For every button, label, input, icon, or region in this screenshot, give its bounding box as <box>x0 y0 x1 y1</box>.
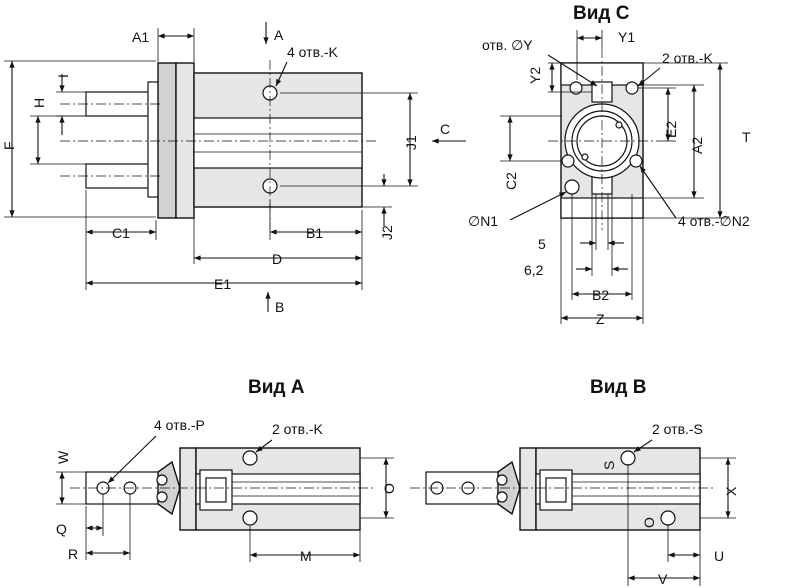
hole-n2-right <box>629 154 643 168</box>
callout-holes-k-view-c: 2 отв.-K <box>662 50 714 66</box>
callout-holes-n2: 4 отв.-∅N2 <box>678 213 750 229</box>
dim-z: Z <box>596 311 605 327</box>
dim-5: 5 <box>538 236 546 252</box>
dim-m: M <box>300 548 312 564</box>
dim-s: S <box>601 461 617 470</box>
callout-n1: ∅N1 <box>468 213 498 229</box>
hole-k-a-bottom <box>242 510 258 526</box>
dim-q: Q <box>56 521 67 537</box>
front-flange <box>157 62 177 219</box>
dim-h: H <box>31 98 47 108</box>
dim-a1: A1 <box>132 29 149 45</box>
dim-c2: C2 <box>503 172 519 190</box>
view-b: Вид B 2 отв.-S S X O U <box>410 377 739 587</box>
dim-a2: A2 <box>689 137 705 154</box>
view-c-title: Вид C <box>573 3 630 24</box>
hole-n1 <box>564 179 580 195</box>
dim-6-2: 6,2 <box>524 262 544 278</box>
hole-k-a-top <box>242 450 258 466</box>
dim-r: R <box>68 546 78 562</box>
dim-x: X <box>723 486 739 496</box>
dim-d: D <box>272 251 282 267</box>
hole-s <box>620 450 636 466</box>
callout-hole-y: отв. ∅Y <box>482 37 533 53</box>
dim-u: U <box>714 548 724 564</box>
view-b-title: Вид B <box>590 377 646 398</box>
dim-t: T <box>742 129 751 145</box>
dim-e2: E2 <box>663 121 679 138</box>
view-a: Вид A 4 отв.-P 2 отв.-K W O <box>55 377 397 564</box>
dim-b2: B2 <box>592 287 609 303</box>
callout-holes-k-view-a: 2 отв.-K <box>272 421 324 437</box>
hole-n2-left <box>561 154 575 168</box>
screw-b-bottom <box>496 491 508 503</box>
dim-y1: Y1 <box>618 29 635 45</box>
dim-v: V <box>658 571 668 587</box>
direction-b-label: B <box>275 299 284 315</box>
dim-o-a: O <box>381 483 397 494</box>
direction-c-label: C <box>440 121 450 137</box>
view-a-title: Вид A <box>248 377 305 398</box>
front-view: A1 A 4 отв.-K F I H C1 J1 <box>1 22 466 315</box>
screw-a-top <box>156 474 168 486</box>
screw-a-bottom <box>156 491 168 503</box>
direction-a-label: A <box>274 27 284 43</box>
hole-k-left <box>569 81 583 95</box>
dim-o-b: O <box>641 517 657 528</box>
dim-w: W <box>55 450 71 464</box>
flange-b <box>519 447 537 531</box>
dim-j2: J2 <box>379 225 395 240</box>
screw-b-top <box>496 474 508 486</box>
callout-holes-s: 2 отв.-S <box>652 421 703 437</box>
piston-a <box>199 469 233 511</box>
dim-y2: Y2 <box>527 67 543 84</box>
flange-a <box>179 447 197 531</box>
dim-i: I <box>55 74 71 78</box>
callout-holes-p: 4 отв.-P <box>154 417 205 433</box>
callout-holes-k: 4 отв.-K <box>287 44 339 60</box>
dim-c1: C1 <box>112 225 130 241</box>
view-c: Вид C Y1 отв. ∅Y Y2 2 отв.-K <box>468 3 751 327</box>
dim-f: F <box>1 141 17 150</box>
hole-o-b <box>660 510 676 526</box>
hole-k-right <box>625 81 639 95</box>
body-slot <box>193 117 363 169</box>
dim-e1: E1 <box>214 276 231 292</box>
dim-b1: B1 <box>306 225 323 241</box>
flange-plate <box>175 62 195 219</box>
dim-j1: J1 <box>403 135 419 150</box>
